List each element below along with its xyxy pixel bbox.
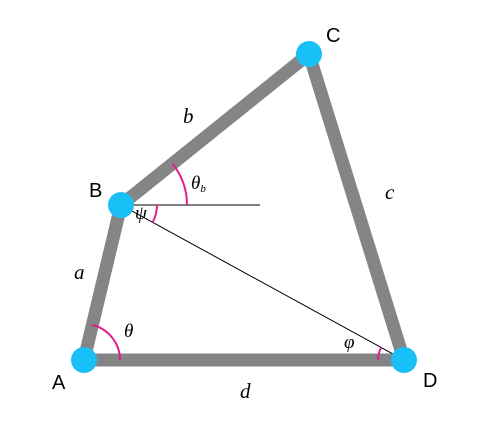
angle-label-theta-b-symbol: θ	[191, 173, 200, 194]
vertex-label-a: A	[52, 372, 66, 394]
arc-theta-b	[171, 163, 189, 206]
angle-arcs	[92, 163, 383, 361]
side-label-a: a	[74, 260, 85, 284]
joint-c	[296, 41, 322, 67]
angle-label-phi: φ	[344, 332, 355, 353]
side-label-b: b	[183, 104, 194, 128]
joint-b	[108, 192, 134, 218]
bar-b	[114, 47, 316, 212]
joints	[71, 41, 417, 373]
diagonal-bd	[120, 204, 405, 361]
vertex-label-d: D	[423, 370, 437, 392]
angle-label-theta-b: θb	[191, 173, 206, 195]
bar-c	[302, 47, 411, 367]
angle-label-theta-b-subscript: b	[200, 183, 206, 195]
angle-label-psi: ψ	[135, 203, 148, 224]
side-label-d: d	[240, 379, 251, 403]
arc-theta	[92, 324, 121, 361]
arc-psi	[151, 204, 159, 223]
bar-a	[77, 198, 128, 367]
joint-d	[391, 347, 417, 373]
arc-phi	[377, 347, 383, 361]
angle-label-theta: θ	[124, 321, 133, 342]
vertex-label-c: C	[326, 25, 340, 47]
vertex-label-b: B	[89, 180, 102, 202]
linkage-bars	[77, 47, 411, 367]
side-label-c: c	[385, 180, 395, 204]
joint-a	[71, 347, 97, 373]
